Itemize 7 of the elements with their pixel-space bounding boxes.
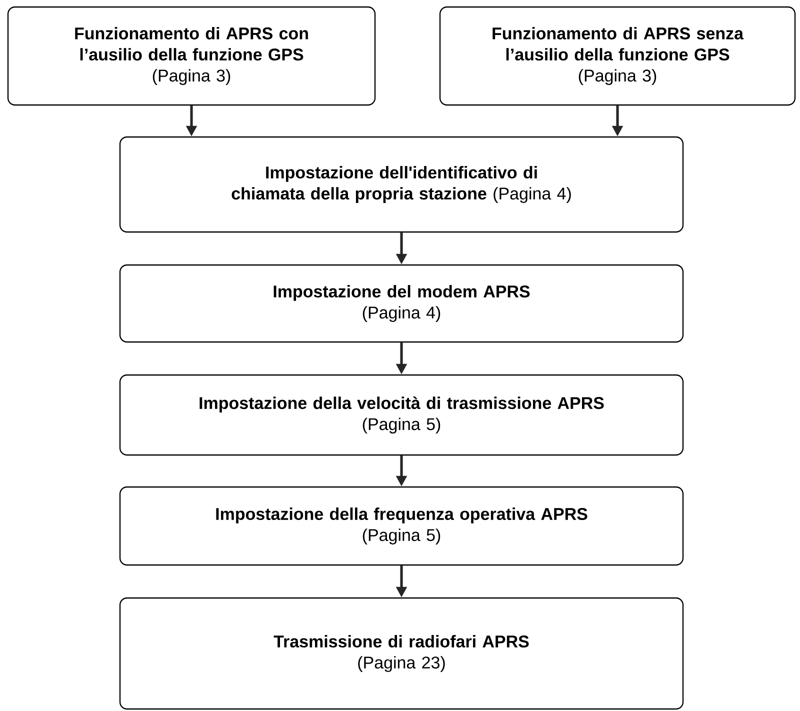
process-box: Impostazione della velocità di trasmissione APRS (Pagina 5): [119, 374, 684, 456]
process-box: Impostazione dell'identificativo di chiamata della propria stazione (Pagina 4): [119, 136, 684, 233]
process-box: Funzionamento di APRS con l’ausilio della funzione GPS (Pagina 3): [7, 6, 376, 106]
process-box: Impostazione della frequenza operativa APRS (Pagina 5): [119, 486, 684, 566]
process-box: Funzionamento di APRS senza l’ausilio della funzione GPS (Pagina 3): [439, 6, 796, 106]
process-box: Trasmissione di radiofari APRS (Pagina 23): [119, 597, 684, 710]
process-box: Impostazione del modem APRS (Pagina 4): [119, 264, 684, 343]
